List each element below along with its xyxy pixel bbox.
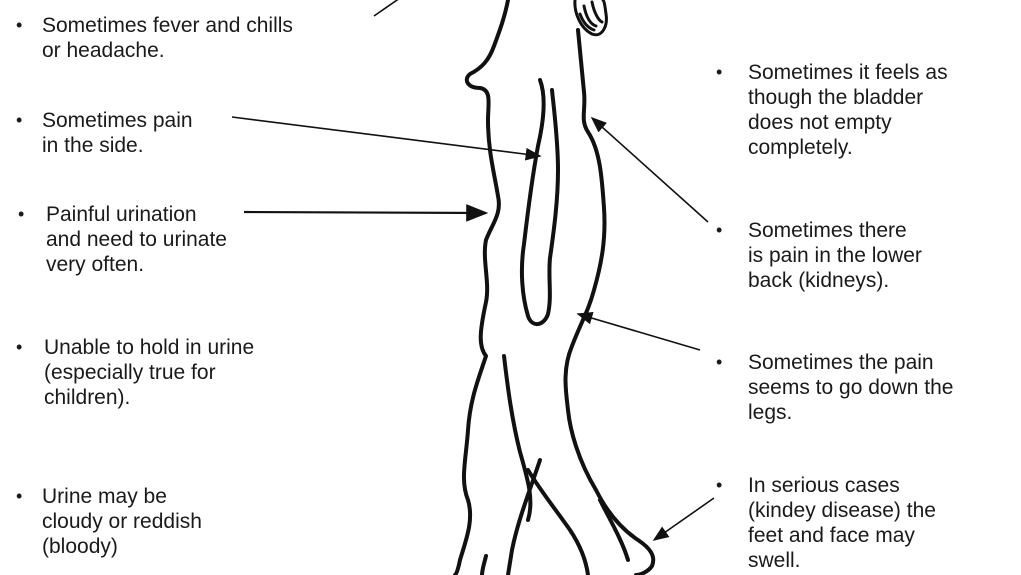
note-line: completely. bbox=[748, 135, 948, 160]
note-line: swell. bbox=[748, 548, 936, 573]
bullet: • bbox=[716, 350, 722, 375]
bullet: • bbox=[716, 473, 722, 498]
bullet: • bbox=[18, 202, 24, 227]
bullet: • bbox=[16, 13, 22, 38]
note-line: cloudy or reddish bbox=[42, 509, 202, 534]
note-line: (especially true for bbox=[44, 360, 254, 385]
bullet: • bbox=[16, 335, 22, 360]
pointer-fever bbox=[374, 0, 400, 16]
note-line: back (kidneys). bbox=[748, 268, 922, 293]
note-line: does not empty bbox=[748, 110, 948, 135]
note-line: feet and face may bbox=[748, 523, 936, 548]
pointer-lines bbox=[232, 0, 714, 540]
pointer-painful-urination bbox=[244, 212, 486, 213]
note-line: Sometimes there bbox=[748, 218, 922, 243]
note-line: in the side. bbox=[42, 133, 193, 158]
note-line: Painful urination bbox=[46, 202, 227, 227]
note-line: Sometimes fever and chills bbox=[42, 13, 293, 38]
bullet: • bbox=[716, 218, 722, 243]
note-line: Sometimes it feels as bbox=[748, 60, 948, 85]
note-line: very often. bbox=[46, 252, 227, 277]
bullet: • bbox=[716, 60, 722, 85]
note-line: Urine may be bbox=[42, 484, 202, 509]
pointer-leg-pain bbox=[578, 314, 700, 350]
pointer-bladder bbox=[592, 118, 708, 222]
note-line: or headache. bbox=[42, 38, 293, 63]
note-fever: • Sometimes fever and chills or headache… bbox=[16, 13, 293, 63]
note-bladder: • Sometimes it feels as though the bladd… bbox=[716, 60, 948, 160]
note-line: legs. bbox=[748, 400, 953, 425]
note-cloudy-urine: • Urine may be cloudy or reddish (bloody… bbox=[16, 484, 202, 559]
note-line: Unable to hold in urine bbox=[44, 335, 254, 360]
note-back-pain: • Sometimes there is pain in the lower b… bbox=[716, 218, 922, 293]
note-line: (bloody) bbox=[42, 534, 202, 559]
note-line: is pain in the lower bbox=[748, 243, 922, 268]
note-side-pain: • Sometimes pain in the side. bbox=[16, 108, 193, 158]
note-line: seems to go down the bbox=[748, 375, 953, 400]
note-incontinence: • Unable to hold in urine (especially tr… bbox=[16, 335, 254, 410]
note-line: (kindey disease) the bbox=[748, 498, 936, 523]
note-line: children). bbox=[44, 385, 254, 410]
note-leg-pain: • Sometimes the pain seems to go down th… bbox=[716, 350, 953, 425]
note-swelling: • In serious cases (kindey disease) the … bbox=[716, 473, 936, 573]
bullet: • bbox=[16, 108, 22, 133]
pointer-side-pain bbox=[232, 117, 540, 156]
bullet: • bbox=[16, 484, 22, 509]
body-silhouette bbox=[455, 0, 653, 575]
note-line: Sometimes the pain bbox=[748, 350, 953, 375]
note-line: In serious cases bbox=[748, 473, 936, 498]
note-line: though the bladder bbox=[748, 85, 948, 110]
note-line: and need to urinate bbox=[46, 227, 227, 252]
note-painful-urination: • Painful urination and need to urinate … bbox=[18, 202, 227, 277]
note-line: Sometimes pain bbox=[42, 108, 193, 133]
pointer-swelling bbox=[654, 498, 714, 540]
